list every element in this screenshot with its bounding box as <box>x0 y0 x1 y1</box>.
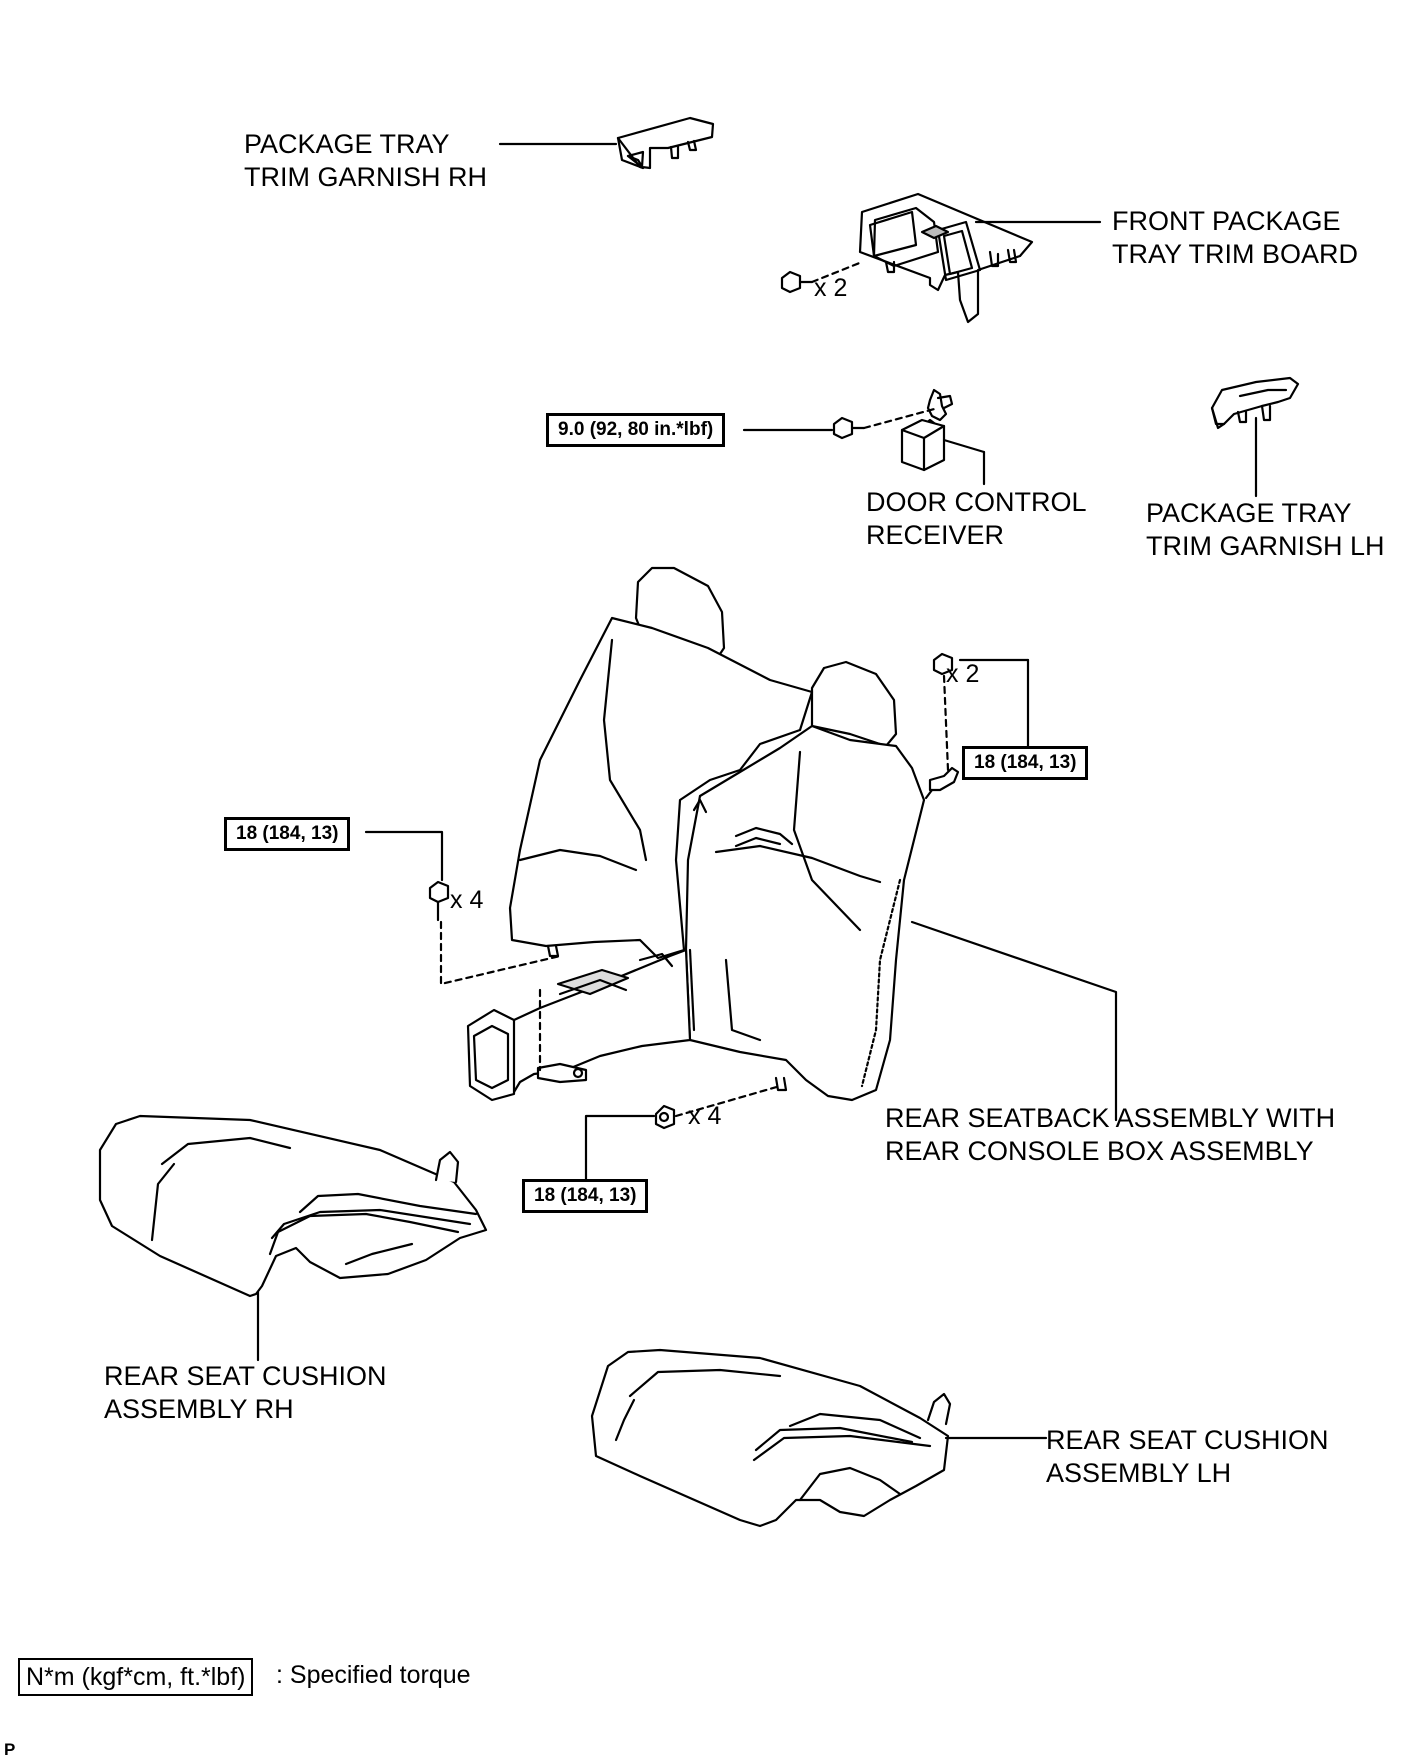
seatback-left-bolt-icon <box>428 880 562 1072</box>
label-cushion-lh: REAR SEAT CUSHION ASSEMBLY LH <box>1046 1425 1329 1488</box>
tray-board-bolt-icon <box>780 260 864 294</box>
qty-seatback-left-bolts: x 4 <box>450 886 484 914</box>
leader-rear-seatback <box>910 920 1118 1122</box>
rear-seatback-assembly-part <box>466 566 960 1102</box>
rear-seat-cushion-rh-part <box>98 1114 488 1298</box>
receiver-bolt-icon <box>832 406 940 440</box>
qty-tray-board-bolts: x 2 <box>814 274 848 302</box>
leader-seatback-lower-bolts <box>584 1114 656 1182</box>
seatback-nut-icon <box>932 652 954 772</box>
torque-receiver-bolt: 9.0 (92, 80 in.*lbf) <box>546 413 726 447</box>
label-tray-garnish-rh: PACKAGE TRAY TRIM GARNISH RH <box>244 129 487 192</box>
front-package-tray-trim-board-part <box>858 192 1034 324</box>
torque-seatback-left-bolts: 18 (184, 13) <box>224 817 351 851</box>
label-tray-garnish-lh: PACKAGE TRAY TRIM GARNISH LH <box>1146 498 1385 561</box>
label-front-package-tray: FRONT PACKAGE TRAY TRIM BOARD <box>1112 206 1359 269</box>
label-door-control-receiver: DOOR CONTROL RECEIVER <box>866 487 1087 550</box>
legend-description: : Specified torque <box>276 1661 471 1689</box>
torque-seatback-right-nut: 18 (184, 13) <box>962 746 1089 780</box>
legend-torque-unit: N*m (kgf*cm, ft.*lbf) <box>18 1658 254 1696</box>
torque-seatback-lower-bolts: 18 (184, 13) <box>522 1179 649 1213</box>
rear-seat-cushion-lh-part <box>590 1348 952 1528</box>
leader-seatback-left-bolts <box>364 830 444 882</box>
package-tray-trim-garnish-rh-part <box>616 116 715 170</box>
qty-seatback-lower-bolts: x 4 <box>688 1102 722 1130</box>
door-control-receiver-part <box>900 388 986 486</box>
package-tray-trim-garnish-lh-part <box>1210 376 1300 430</box>
label-cushion-rh: REAR SEAT CUSHION ASSEMBLY RH <box>104 1361 387 1424</box>
seatback-lower-bolt-icon <box>654 1084 782 1130</box>
qty-seatback-right-nuts: x 2 <box>946 660 980 688</box>
figure-code: P <box>4 1740 16 1759</box>
label-rear-seatback: REAR SEATBACK ASSEMBLY WITH REAR CONSOLE… <box>885 1103 1336 1166</box>
